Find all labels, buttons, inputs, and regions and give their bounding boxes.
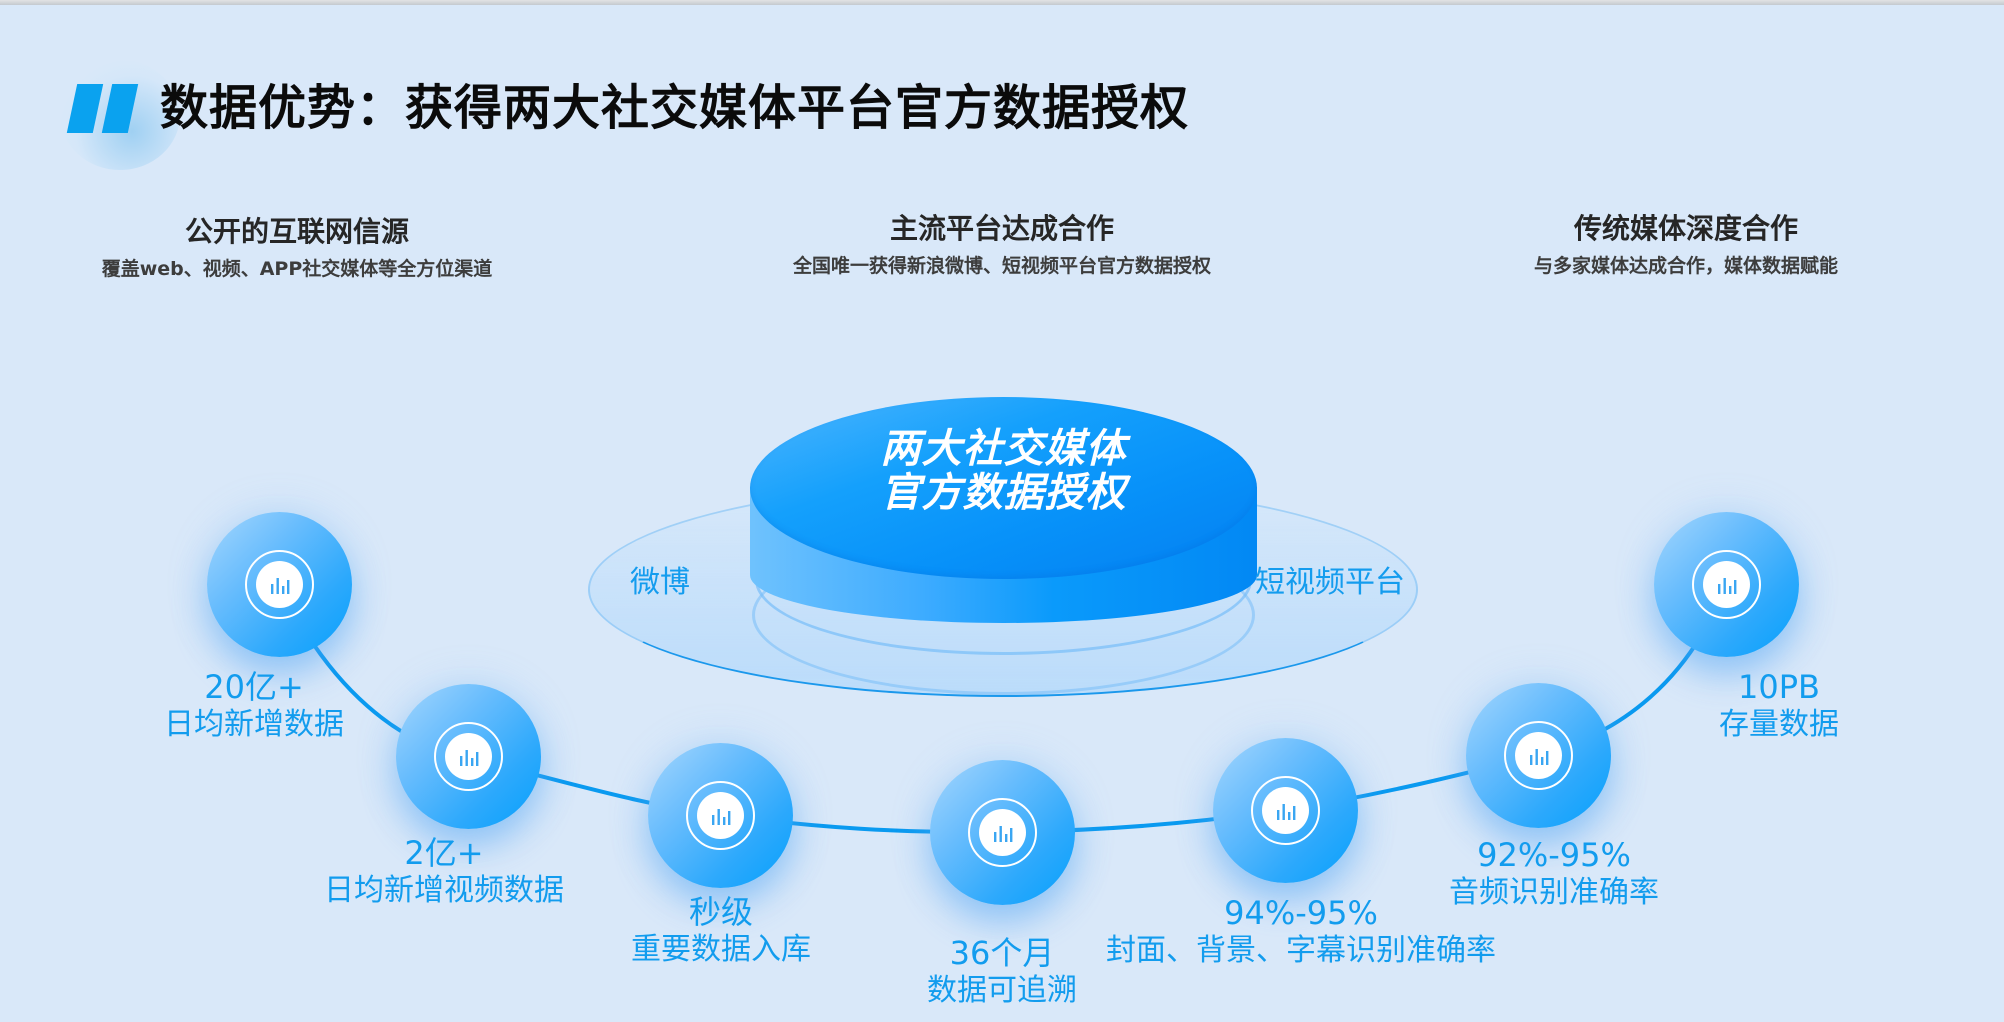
node-core [445, 733, 492, 780]
disc-top [750, 397, 1257, 579]
node-ring [968, 798, 1037, 867]
bar-chart-icon [1718, 578, 1737, 594]
stat-value: 20亿+ [204, 668, 304, 706]
stat-node-storage [1654, 512, 1799, 657]
stat-node-daily-data [207, 512, 352, 657]
stat-description: 日均新增视频数据 [324, 873, 564, 908]
bar-chart-icon [271, 578, 290, 594]
node-core [1703, 561, 1750, 608]
stat-node-second-ingest [648, 743, 793, 888]
stat-label: 2亿+ 日均新增视频数据 [234, 834, 654, 910]
page-title: 数据优势：获得两大社交媒体平台官方数据授权 [160, 80, 1190, 136]
window-top-bar [0, 0, 2004, 5]
stat-description: 存量数据 [1719, 707, 1839, 742]
stat-value: 36个月 [949, 934, 1055, 972]
platform-short-video-label: 短视频平台 [1255, 565, 1405, 600]
feature-heading: 公开的互联网信源 [184, 215, 409, 248]
node-ring [686, 781, 755, 850]
stat-value: 92%-95% [1477, 836, 1631, 874]
stat-description: 音频识别准确率 [1449, 875, 1659, 910]
stat-node-audio-recognition [1466, 683, 1611, 828]
node-ring [1692, 550, 1761, 619]
node-ring [245, 550, 314, 619]
stat-description: 重要数据入库 [631, 932, 811, 967]
stat-description: 封面、背景、字幕识别准确率 [1106, 933, 1496, 968]
stat-label: 36个月 数据可追溯 [792, 934, 1212, 1010]
feature-heading: 主流平台达成合作 [889, 212, 1114, 245]
bar-chart-icon [994, 826, 1013, 842]
platform-weibo-label: 微博 [630, 565, 690, 600]
feature-public-sources: 公开的互联网信源 覆盖web、视频、APP社交媒体等全方位渠道 [17, 215, 577, 282]
stat-description: 日均新增数据 [164, 707, 344, 742]
stat-label: 20亿+ 日均新增数据 [44, 668, 464, 744]
feature-traditional-media: 传统媒体深度合作 与多家媒体达成合作，媒体数据赋能 [1406, 212, 1966, 279]
node-core [256, 561, 303, 608]
stat-value: 秒级 [688, 893, 753, 931]
disc-label-line1: 两大社交媒体 [880, 426, 1127, 472]
node-ring [1504, 721, 1573, 790]
stat-label: 秒级 重要数据入库 [511, 893, 931, 969]
bar-chart-icon [1530, 749, 1549, 765]
stat-value: 94%-95% [1224, 894, 1378, 932]
stat-node-traceability [930, 760, 1075, 905]
disc-label-line2: 官方数据授权 [880, 470, 1127, 516]
bar-chart-icon [1277, 804, 1296, 820]
disc-label: 两大社交媒体 官方数据授权 [750, 427, 1257, 515]
stat-label: 92%-95% 音频识别准确率 [1344, 836, 1764, 912]
bar-chart-icon [712, 809, 731, 825]
feature-platform-cooperation: 主流平台达成合作 全国唯一获得新浪微博、短视频平台官方数据授权 [722, 212, 1282, 279]
node-ring [434, 722, 503, 791]
feature-subtitle: 覆盖web、视频、APP社交媒体等全方位渠道 [101, 258, 493, 280]
stat-node-daily-video [396, 684, 541, 829]
node-core [1262, 787, 1309, 834]
feature-subtitle: 全国唯一获得新浪微博、短视频平台官方数据授权 [792, 255, 1211, 277]
feature-heading: 传统媒体深度合作 [1573, 212, 1798, 245]
bar-chart-icon [460, 750, 479, 766]
node-core [697, 792, 744, 839]
node-core [979, 809, 1026, 856]
stat-node-visual-recognition [1213, 738, 1358, 883]
stat-value: 10PB [1738, 668, 1820, 706]
stat-description: 数据可追溯 [927, 973, 1077, 1008]
feature-subtitle: 与多家媒体达成合作，媒体数据赋能 [1533, 255, 1838, 277]
stat-label: 94%-95% 封面、背景、字幕识别准确率 [1091, 894, 1511, 970]
stat-label: 10PB 存量数据 [1569, 668, 1989, 744]
node-ring [1251, 776, 1320, 845]
stat-value: 2亿+ [404, 834, 484, 872]
node-core [1515, 732, 1562, 779]
